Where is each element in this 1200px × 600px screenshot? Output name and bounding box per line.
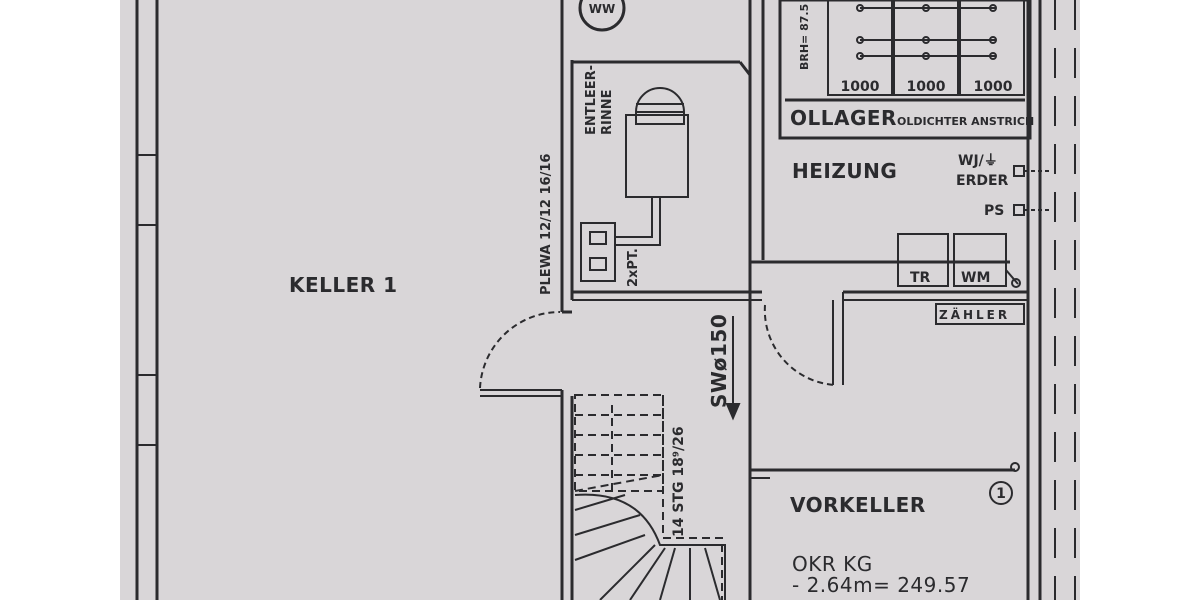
oil-tanks bbox=[785, 0, 1025, 102]
room-vorkeller: VORKELLER bbox=[790, 493, 926, 517]
okr-value: - 2.64m= 249.57 bbox=[792, 573, 970, 597]
boiler bbox=[580, 87, 689, 282]
two-pt-label: 2xPT. bbox=[626, 248, 641, 287]
staircase bbox=[574, 394, 726, 600]
room-keller-1: KELLER 1 bbox=[289, 273, 398, 297]
erder-label: ERDER bbox=[956, 173, 1009, 189]
entleerrinne-label-1: ENTLEER- bbox=[584, 65, 599, 135]
wj-label: WJ/⏚ bbox=[958, 153, 998, 169]
wm-label: WM bbox=[961, 270, 990, 286]
tank-capacity-3: 1000 bbox=[974, 79, 1013, 95]
tr-label: TR bbox=[910, 270, 931, 286]
ollager-note: OLDICHTER ANSTRICH bbox=[897, 115, 1034, 128]
zahler-label: ZÄHLER bbox=[939, 307, 1010, 322]
okr-label: OKR KG bbox=[792, 552, 873, 576]
ps-label: PS bbox=[984, 203, 1004, 219]
wall-lines bbox=[135, 0, 1076, 600]
entleerrinne-label-2: RINNE bbox=[600, 90, 615, 136]
marker-number: 1 bbox=[996, 486, 1006, 502]
tank-capacity-2: 1000 bbox=[907, 79, 946, 95]
plewa-label: PLEWA 12/12 16/16 bbox=[539, 154, 554, 295]
door-swings bbox=[479, 304, 836, 389]
drain-arrow bbox=[725, 316, 741, 421]
sw-label: SWø150 bbox=[707, 314, 731, 408]
brh-label: BRH= 87.5 bbox=[798, 4, 811, 70]
meter-boxes bbox=[897, 165, 1050, 505]
tank-capacity-1: 1000 bbox=[841, 79, 880, 95]
room-heizung: HEIZUNG bbox=[792, 159, 897, 183]
stair-label: 14 STG 18⁹/26 bbox=[671, 426, 687, 537]
room-ollager: OLLAGER bbox=[790, 106, 897, 130]
ww-symbol: WW bbox=[578, 0, 626, 32]
ww-label: WW bbox=[589, 2, 615, 16]
